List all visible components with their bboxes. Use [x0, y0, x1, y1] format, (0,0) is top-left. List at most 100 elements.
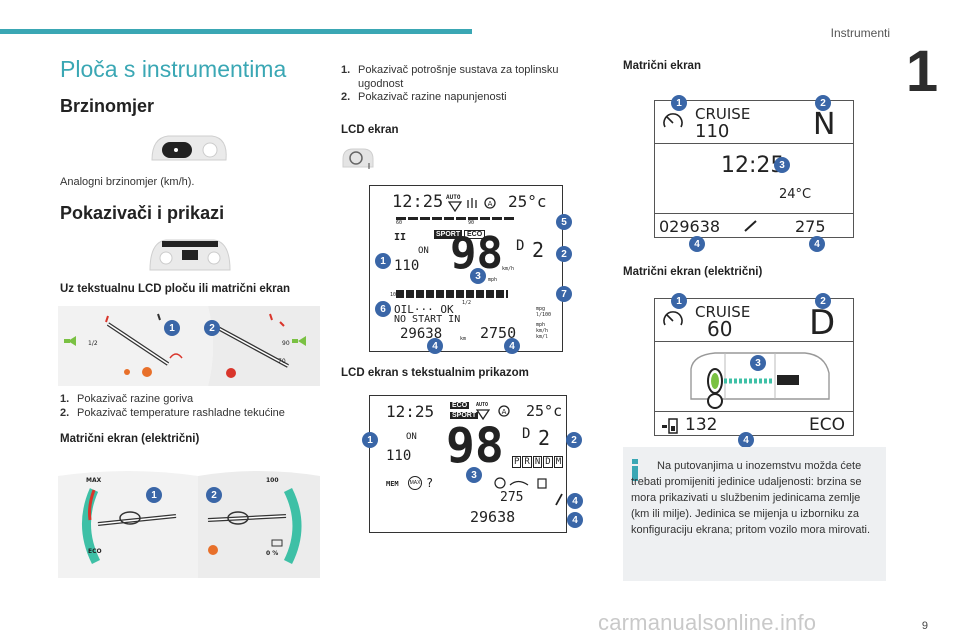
callout-4: 4: [738, 432, 754, 448]
lcd-pause: II: [394, 232, 407, 243]
lcd-units-2: mph km/h km/l: [536, 322, 549, 340]
gauge-100-label: 100: [266, 477, 279, 484]
lcd-gauges-heading: Uz tekstualnu LCD ploču ili matrični ekr…: [60, 283, 291, 295]
footer-watermark: carmanualsonline.info: [598, 610, 817, 635]
matrix-electric-heading: Matrični ekran (električni): [623, 266, 763, 278]
lcd2-odometer: 29638: [470, 508, 516, 526]
gauge-max-label: MAX: [86, 477, 102, 484]
callout-3: 3: [470, 268, 486, 284]
gear-p: P: [512, 456, 522, 468]
matrix-el-cruise-label: CRUISE: [695, 303, 751, 321]
matrix-el-mode: ECO: [809, 415, 845, 435]
speedometer-heading: Brzinomjer: [60, 96, 155, 116]
matrix-time: 12:25: [721, 153, 785, 178]
lcd-fuel-bar: [396, 217, 516, 220]
temp-90-label: 90: [282, 340, 290, 347]
svg-text:A: A: [488, 200, 493, 208]
lcd-time: 12:25: [392, 192, 444, 212]
lcd-scale-10: 10: [390, 292, 397, 298]
lcd-kmh-label: km/h: [502, 266, 515, 272]
callout-2: 2: [204, 320, 220, 336]
lcd2-range: 275: [500, 490, 524, 505]
callout-1: 1: [671, 95, 687, 111]
climate-fan-icon: [476, 409, 490, 420]
lcd-limit-speed: 110: [394, 258, 420, 274]
matrix-gear: N: [813, 107, 836, 142]
lcd2-sport-badge: SPORT: [450, 412, 479, 419]
callout-4: 4: [689, 236, 705, 252]
recirculation-icon: A: [498, 405, 510, 417]
callout-4: 4: [567, 512, 583, 528]
matrix-odometer: 029638: [659, 217, 721, 236]
matrix-el-divider-bottom: [655, 411, 853, 412]
lcd2-temperature: 25°c: [526, 402, 563, 420]
lcd-gear-number: 2: [532, 238, 545, 262]
callout-2: 2: [815, 95, 831, 111]
callout-1: 1: [671, 293, 687, 309]
matrix-display-screen: CRUISE 110 N 12:25 24°C 029638 275: [654, 100, 854, 238]
callout-4: 4: [567, 493, 583, 509]
matrix-heading: Matrični ekran: [623, 60, 701, 72]
service-icons: [494, 477, 547, 489]
temp-70-label: 70: [278, 358, 286, 365]
lcd-limiter-on: ON: [418, 246, 429, 256]
gauge-zero-label: 0 %: [266, 550, 279, 557]
lcd-no-start: NO START IN: [394, 314, 461, 325]
legend-item: 2.Pokazivač razine napunjenosti: [341, 91, 507, 103]
lcd-auto: AUTO: [446, 194, 461, 201]
lcd2-limit-speed: 110: [386, 448, 412, 464]
lcd-temperature: 25°c: [508, 192, 547, 211]
callout-4: 4: [809, 236, 825, 252]
matrix-el-gear: D: [809, 303, 836, 343]
speedometer-thumbnail: [151, 135, 227, 161]
callout-2: 2: [556, 246, 572, 262]
matrix-range: 275: [795, 217, 826, 236]
matrix-electric-heading-left: Matrični ekran (električni): [60, 433, 200, 445]
speedometer-caption: Analogni brzinomjer (km/h).: [60, 176, 195, 188]
matrix-electric-display-screen: CRUISE 60 D 132 ECO: [654, 298, 854, 436]
lcd2-mem: MEM: [386, 480, 399, 488]
chapter-number: 1: [905, 39, 939, 104]
lcd-charge-bar: [396, 290, 508, 298]
lcd2-question: ?: [426, 476, 434, 490]
vehicle-energy-flow-icon: [690, 352, 830, 409]
lcd2-limiter-on: ON: [406, 432, 417, 442]
indicators-heading: Pokazivači i prikazi: [60, 203, 225, 223]
dashboard-thumbnail: [149, 239, 231, 271]
lcd-oil-status: OIL··· OK: [394, 303, 454, 316]
recirculation-icon: A: [484, 197, 496, 209]
gear-d: D: [543, 456, 553, 468]
info-icon: [632, 459, 638, 481]
matrix-divider-top: [655, 143, 853, 144]
cruise-control-icon: [663, 113, 683, 128]
callout-1: 1: [375, 253, 391, 269]
callout-6: 6: [375, 301, 391, 317]
callout-7: 7: [556, 286, 572, 302]
lcd-sport-badge: SPORT: [434, 230, 463, 239]
legend-item: 1.Pokazivač razine goriva: [60, 393, 194, 405]
callout-2: 2: [206, 487, 222, 503]
info-note-text: Na putovanjima u inozemstvu možda ćete t…: [631, 460, 871, 536]
callout-1: 1: [164, 320, 180, 336]
callout-2: 2: [566, 432, 582, 448]
callout-5: 5: [556, 214, 572, 230]
matrix-temperature: 24°C: [779, 187, 812, 202]
lcd2-auto: AUTO: [476, 402, 489, 408]
gear-m: M: [553, 456, 564, 468]
climate-fan-icon: [448, 201, 462, 212]
lcd-eco-badge: ECO: [464, 230, 486, 239]
lcd2-time: 12:25: [386, 402, 435, 421]
callout-1: 1: [146, 487, 162, 503]
matrix-cruise-label: CRUISE: [695, 105, 751, 123]
steering-wheel-icon: [342, 148, 374, 169]
legend-item: 1.Pokazivač potrošnje sustava za toplins…: [341, 64, 559, 90]
header-accent-bar: [0, 29, 472, 34]
lcd-mph-label: mph: [488, 277, 498, 283]
matrix-el-range: 132: [685, 415, 718, 435]
lcd-trip: 2750: [480, 324, 517, 342]
electric-gauges-figure: [58, 471, 320, 578]
gauge-eco-label: ECO: [88, 548, 102, 555]
fuel-half-label: 1/2: [88, 340, 98, 347]
lcd2-gear-selector: P R N D M: [512, 456, 564, 468]
matrix-cruise-speed: 110: [695, 121, 730, 142]
